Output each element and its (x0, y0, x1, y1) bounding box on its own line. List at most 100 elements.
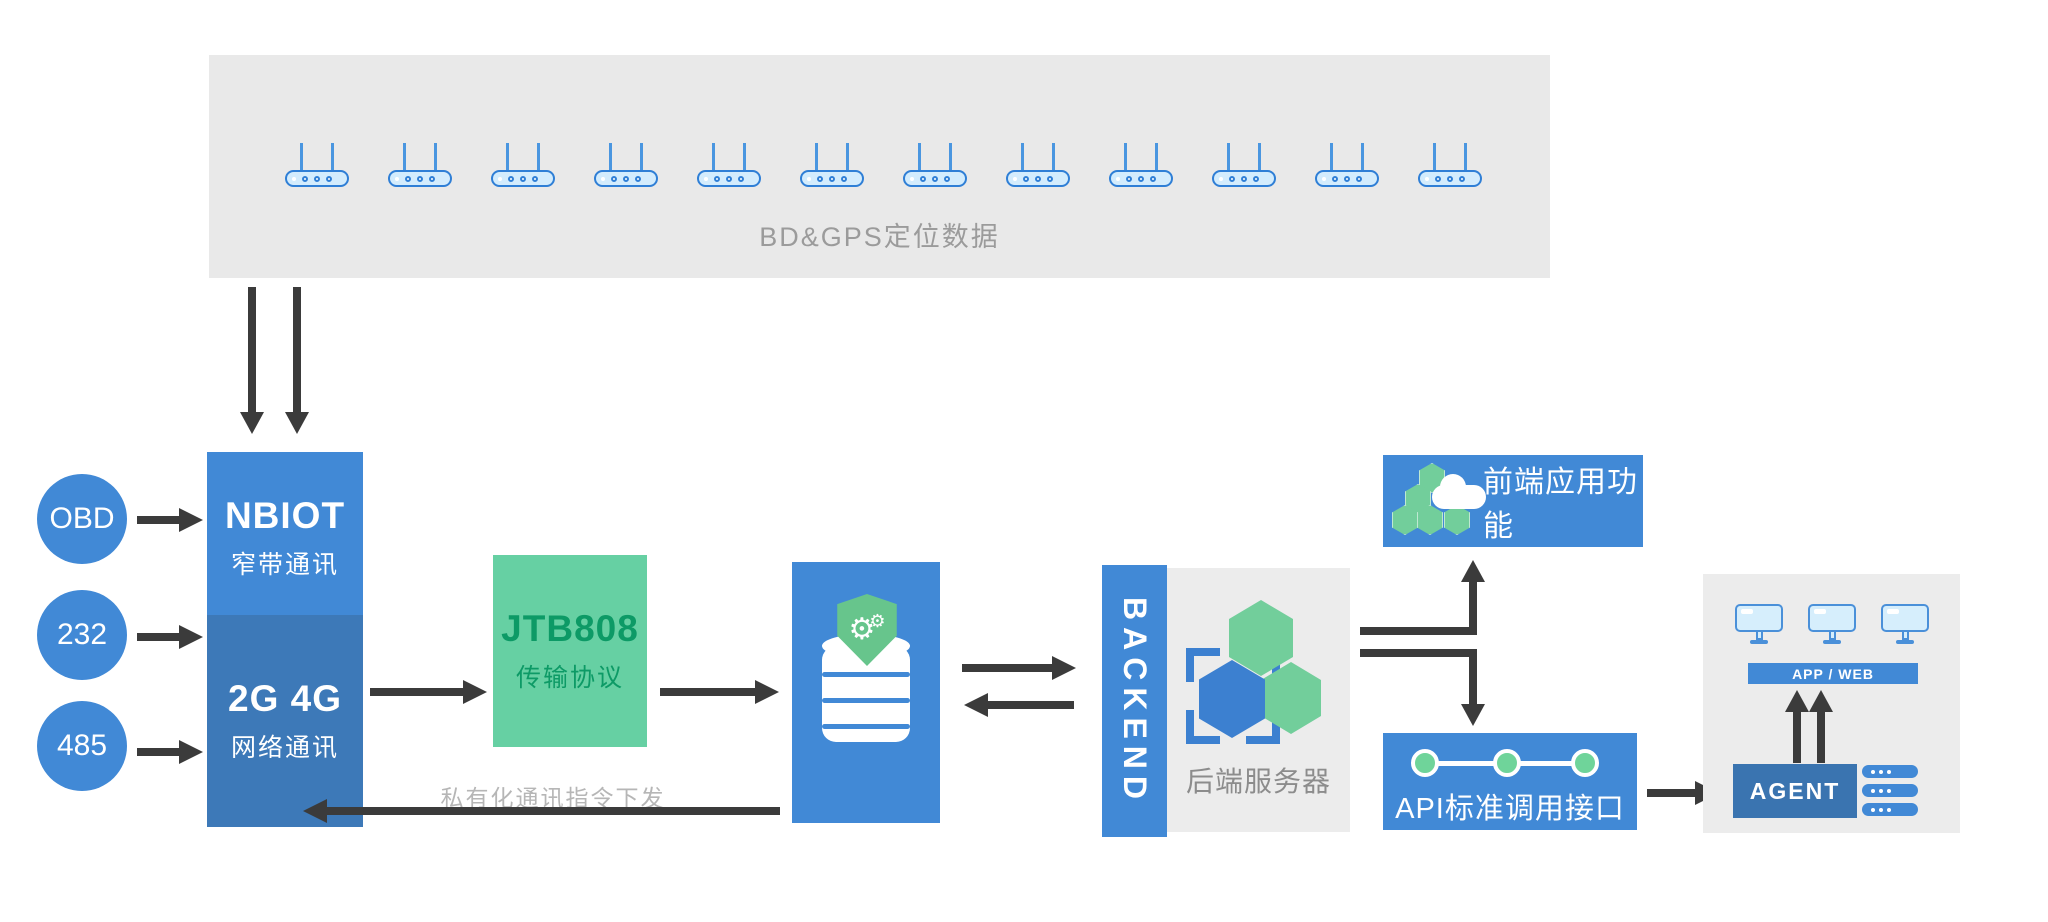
cubes-cloud-icon (1392, 463, 1486, 539)
led-dot (395, 176, 399, 181)
server-bar-icon (1862, 784, 1918, 797)
router-body (1109, 170, 1173, 187)
api-node-icon (1493, 749, 1521, 777)
cloud-icon (1432, 474, 1486, 509)
arrow-protocol-to-gateway (660, 688, 755, 696)
agent-box: AGENT (1733, 764, 1857, 818)
antenna-icon (1124, 143, 1127, 172)
router-icon (1212, 143, 1276, 187)
arrow-agent-to-appweb-2 (1817, 712, 1825, 763)
led-dot (601, 176, 605, 181)
arrow-backend-to-api-h (1360, 649, 1477, 657)
backend-strip: BACKEND (1102, 565, 1167, 837)
antenna-icon (1052, 143, 1055, 172)
led-dot (807, 176, 811, 181)
router-body (903, 170, 967, 187)
antenna-icon (712, 143, 715, 172)
arrow-banner-to-modem-1 (248, 287, 256, 412)
network-title: 2G 4G (228, 678, 342, 719)
gps-devices-banner: BD&GPS定位数据 (209, 55, 1550, 278)
antenna-icon (815, 143, 818, 172)
router-icon (697, 143, 761, 187)
nbiot-section: NBIOT 窄带通讯 (207, 452, 363, 615)
antenna-icon (918, 143, 921, 172)
router-body (1315, 170, 1379, 187)
arrow-agent-to-appweb-1 (1793, 712, 1801, 763)
router-body (491, 170, 555, 187)
backend-server-label: 后端服务器 (1185, 766, 1331, 797)
protocol-title: JTB808 (501, 608, 639, 649)
arrow-modem-to-protocol (370, 688, 463, 696)
arrow-api-to-agent (1647, 789, 1695, 797)
arrow-gateway-to-backend (962, 664, 1052, 672)
router-icon (1109, 143, 1173, 187)
antenna-icon (1330, 143, 1333, 172)
antenna-icon (537, 143, 540, 172)
led-dot (1116, 176, 1120, 181)
hexagon-icon-blue (1199, 660, 1265, 738)
backend-vertical-label: BACKEND (1117, 596, 1153, 806)
device-row (285, 143, 1482, 187)
frontend-label: 前端应用功能 (1483, 466, 1638, 543)
port-232: 232 (37, 590, 127, 680)
api-node-icon (1411, 749, 1439, 777)
arrow-485-to-modem (137, 748, 179, 756)
antenna-icon (846, 143, 849, 172)
antenna-icon (949, 143, 952, 172)
router-body (1212, 170, 1276, 187)
led-dot (704, 176, 708, 181)
arrow-backend-to-frontend-v (1469, 582, 1477, 635)
antenna-icon (1258, 143, 1261, 172)
router-body (1418, 170, 1482, 187)
arrow-banner-to-modem-2 (293, 287, 301, 412)
antenna-icon (1227, 143, 1230, 172)
arrow-backend-to-gateway (988, 701, 1074, 709)
nbiot-title: NBIOT (224, 494, 346, 536)
antenna-icon (1155, 143, 1158, 172)
port-obd: OBD (37, 474, 127, 564)
led-dot (1425, 176, 1429, 181)
server-bar-icon (1862, 803, 1918, 816)
antenna-icon (609, 143, 612, 172)
arrow-obd-to-modem (137, 516, 179, 524)
router-body (697, 170, 761, 187)
app-web-bar: APP / WEB (1748, 663, 1918, 684)
antenna-icon (434, 143, 437, 172)
router-icon (388, 143, 452, 187)
router-icon (1418, 143, 1482, 187)
banner-caption: BD&GPS定位数据 (759, 222, 1000, 252)
api-node-icon (1571, 749, 1599, 777)
network-subtitle: 网络通讯 (230, 734, 339, 762)
antenna-icon (506, 143, 509, 172)
router-icon (1315, 143, 1379, 187)
protocol-subtitle: 传输协议 (515, 664, 624, 692)
antenna-icon (403, 143, 406, 172)
hexagon-icon-green-right (1261, 662, 1321, 734)
monitor-icon (1735, 604, 1783, 644)
router-body (388, 170, 452, 187)
modem-box: NBIOT 窄带通讯 2G 4G 网络通讯 (207, 452, 363, 827)
antenna-icon (1021, 143, 1024, 172)
router-body (800, 170, 864, 187)
led-dot (910, 176, 914, 181)
router-icon (285, 143, 349, 187)
led-dot (498, 176, 502, 181)
arrow-downlink-return (327, 807, 780, 815)
router-body (594, 170, 658, 187)
router-icon (800, 143, 864, 187)
network-section: 2G 4G 网络通讯 (207, 615, 363, 827)
antenna-icon (743, 143, 746, 172)
led-dot (292, 176, 296, 181)
api-label: API标准调用接口 (1395, 793, 1625, 825)
arrow-backend-to-frontend-h (1360, 627, 1477, 635)
led-dot (1013, 176, 1017, 181)
frontend-box: 前端应用功能 (1383, 455, 1643, 547)
antenna-icon (1464, 143, 1467, 172)
protocol-box: JTB808 传输协议 (493, 555, 647, 747)
router-icon (491, 143, 555, 187)
antenna-icon (1361, 143, 1364, 172)
antenna-icon (640, 143, 643, 172)
monitor-icon (1881, 604, 1929, 644)
server-bar-icon (1862, 765, 1918, 778)
